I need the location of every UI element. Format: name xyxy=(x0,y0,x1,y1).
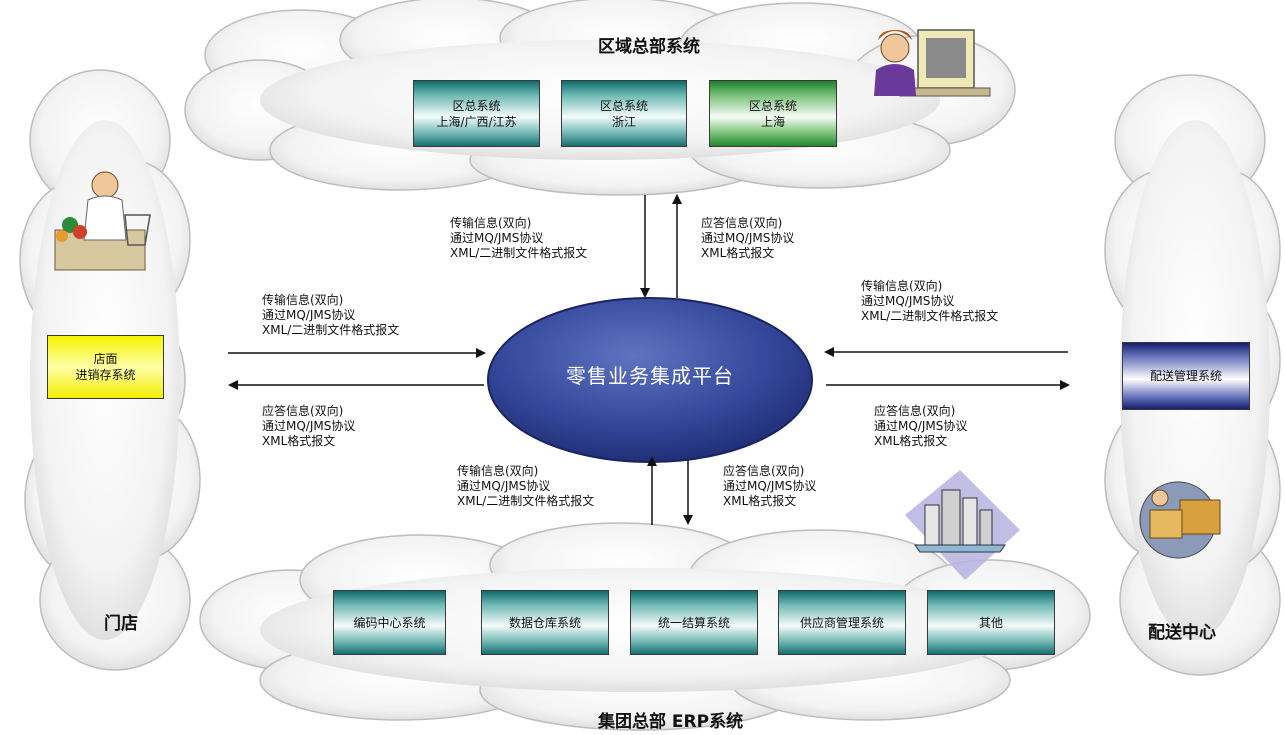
msg-bottom-left: 传输信息(双向) 通过MQ/JMS协议 XML/二进制文件格式报文 xyxy=(457,464,594,509)
regional-system-2-line1: 区总系统 xyxy=(599,98,648,113)
group-system-2[interactable]: 数据仓库系统 xyxy=(481,590,609,655)
msg-top-right-line1: 应答信息(双向) xyxy=(701,216,783,230)
msg-right-upper-line1: 传输信息(双向) xyxy=(861,279,943,293)
regional-title: 区域总部系统 xyxy=(598,37,700,57)
msg-top-left: 传输信息(双向) 通过MQ/JMS协议 XML/二进制文件格式报文 xyxy=(450,216,587,261)
group-system-4-label: 供应商管理系统 xyxy=(799,615,884,630)
msg-bottom-left-line3: XML/二进制文件格式报文 xyxy=(457,494,595,508)
distribution-system-label: 配送管理系统 xyxy=(1149,369,1222,383)
msg-top-left-line1: 传输信息(双向) xyxy=(450,216,532,230)
msg-left-lower: 应答信息(双向) 通过MQ/JMS协议 XML格式报文 xyxy=(262,404,355,449)
msg-top-left-line3: XML/二进制文件格式报文 xyxy=(450,246,588,260)
group-system-3[interactable]: 统一结算系统 xyxy=(630,590,758,655)
city-buildings-icon xyxy=(905,470,1020,580)
msg-left-upper-line1: 传输信息(双向) xyxy=(262,293,344,307)
group-system-1[interactable]: 编码中心系统 xyxy=(333,590,446,655)
msg-right-upper-line2: 通过MQ/JMS协议 xyxy=(861,294,955,308)
msg-bottom-right-line3: XML格式报文 xyxy=(723,494,797,508)
group-system-1-label: 编码中心系统 xyxy=(353,615,426,630)
msg-top-right-line3: XML格式报文 xyxy=(701,246,775,260)
platform-label: 零售业务集成平台 xyxy=(566,364,734,388)
store-system[interactable]: 店面 进销存系统 xyxy=(47,335,164,399)
msg-left-lower-line3: XML格式报文 xyxy=(262,434,336,448)
regional-system-1-line1: 区总系统 xyxy=(452,98,501,113)
msg-right-lower-line1: 应答信息(双向) xyxy=(874,404,956,418)
group-system-5[interactable]: 其他 xyxy=(927,590,1055,655)
regional-system-2-line2: 浙江 xyxy=(611,114,636,129)
msg-right-lower-line3: XML格式报文 xyxy=(874,434,948,448)
regional-system-3-line2: 上海 xyxy=(760,114,785,129)
msg-right-lower: 应答信息(双向) 通过MQ/JMS协议 XML格式报文 xyxy=(874,404,967,449)
group-system-5-label: 其他 xyxy=(978,615,1003,630)
store-title: 门店 xyxy=(104,614,138,634)
regional-system-1[interactable]: 区总系统 上海/广西/江苏 xyxy=(413,80,540,147)
group-system-3-label: 统一结算系统 xyxy=(657,615,730,630)
group-title: 集团总部 ERP系统 xyxy=(598,712,744,732)
store-system-line2: 进销存系统 xyxy=(75,368,136,382)
store-system-line1: 店面 xyxy=(93,352,118,366)
group-system-2-label: 数据仓库系统 xyxy=(508,615,581,630)
msg-bottom-left-line1: 传输信息(双向) xyxy=(457,464,539,478)
msg-left-lower-line2: 通过MQ/JMS协议 xyxy=(262,419,356,433)
msg-bottom-right: 应答信息(双向) 通过MQ/JMS协议 XML格式报文 xyxy=(723,464,816,509)
regional-system-3[interactable]: 区总系统 上海 xyxy=(709,80,837,147)
msg-left-lower-line1: 应答信息(双向) xyxy=(262,404,344,418)
msg-right-lower-line2: 通过MQ/JMS协议 xyxy=(874,419,968,433)
msg-left-upper-line3: XML/二进制文件格式报文 xyxy=(262,323,400,337)
msg-top-right: 应答信息(双向) 通过MQ/JMS协议 XML格式报文 xyxy=(701,216,794,261)
distribution-system[interactable]: 配送管理系统 xyxy=(1122,342,1250,410)
msg-bottom-right-line2: 通过MQ/JMS协议 xyxy=(723,479,817,493)
shop-clerk-icon xyxy=(54,171,151,271)
msg-top-right-line2: 通过MQ/JMS协议 xyxy=(701,231,795,245)
group-system-4[interactable]: 供应商管理系统 xyxy=(778,590,906,655)
msg-top-left-line2: 通过MQ/JMS协议 xyxy=(450,231,544,245)
msg-right-upper-line3: XML/二进制文件格式报文 xyxy=(861,309,999,323)
msg-left-upper-line2: 通过MQ/JMS协议 xyxy=(262,308,356,322)
delivery-goods-icon xyxy=(1139,481,1221,559)
msg-bottom-left-line2: 通过MQ/JMS协议 xyxy=(457,479,551,493)
msg-left-upper: 传输信息(双向) 通过MQ/JMS协议 XML/二进制文件格式报文 xyxy=(262,293,399,338)
regional-system-1-line2: 上海/广西/江苏 xyxy=(436,114,517,129)
regional-system-2[interactable]: 区总系统 浙江 xyxy=(561,80,687,147)
msg-bottom-right-line1: 应答信息(双向) xyxy=(723,464,805,478)
msg-right-upper: 传输信息(双向) 通过MQ/JMS协议 XML/二进制文件格式报文 xyxy=(861,279,998,324)
distribution-title: 配送中心 xyxy=(1148,623,1216,643)
regional-system-3-line1: 区总系统 xyxy=(748,98,797,113)
office-worker-icon xyxy=(874,29,991,97)
